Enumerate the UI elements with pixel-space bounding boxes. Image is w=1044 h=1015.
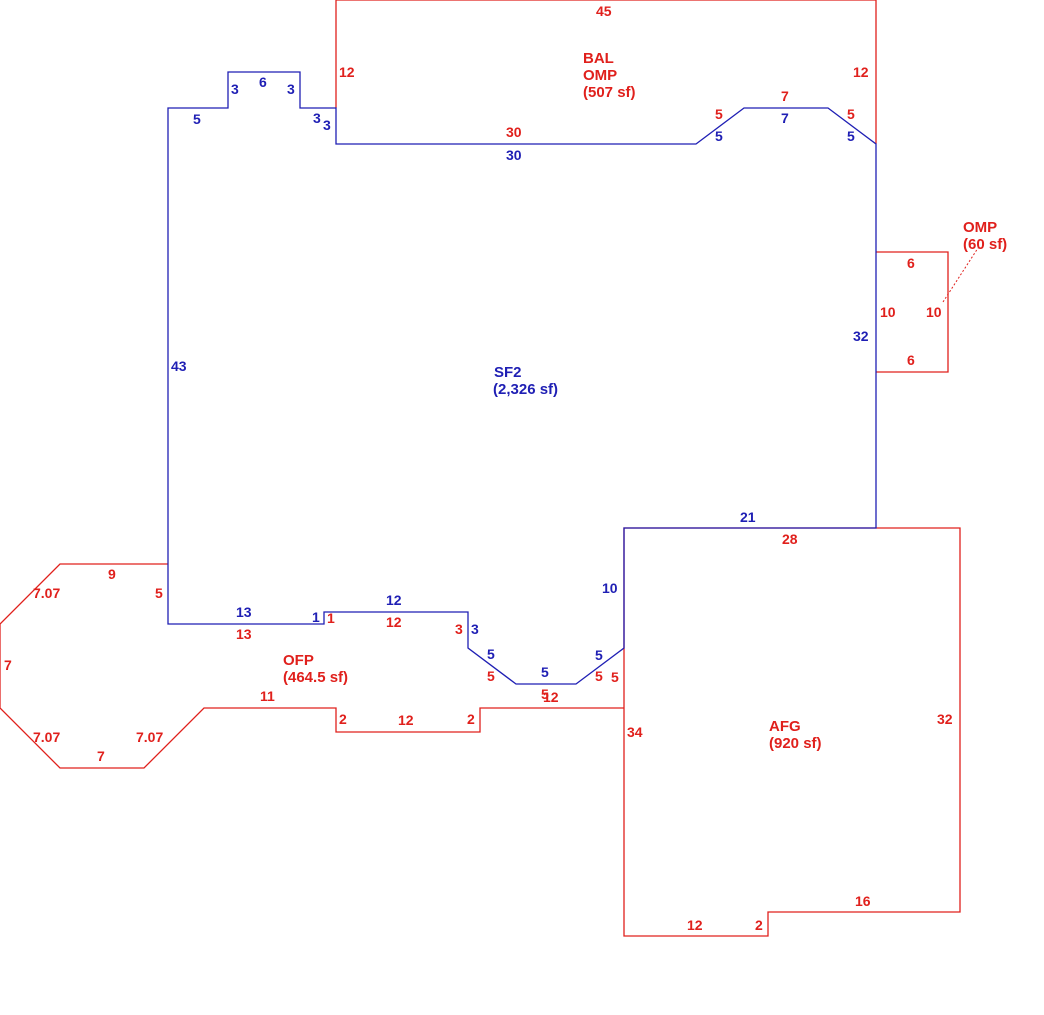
sf2-area-size: (2,326 sf) xyxy=(493,381,558,398)
dim-label: 5 xyxy=(611,669,619,685)
dim-label: 13 xyxy=(236,626,252,642)
dim-label: 43 xyxy=(171,358,187,374)
bal-area-size: (507 sf) xyxy=(583,84,636,101)
dim-label: 3 xyxy=(455,621,463,637)
omp-area-code: OMP xyxy=(963,219,997,236)
dim-label: 3 xyxy=(313,110,321,126)
dim-label: 7 xyxy=(781,88,789,104)
dim-label: 5 xyxy=(155,585,163,601)
ofp-area-code: OFP xyxy=(283,652,314,669)
dim-label: 30 xyxy=(506,147,522,163)
omp-outline xyxy=(876,251,949,373)
dim-label: 7 xyxy=(4,657,12,673)
sf2-area-code: SF2 xyxy=(494,364,522,381)
dim-label: 11 xyxy=(260,688,275,704)
dim-label: 2 xyxy=(339,711,347,727)
dim-label: 12 xyxy=(687,917,703,933)
dim-label: 13 xyxy=(236,604,252,620)
dim-label: 32 xyxy=(853,328,869,344)
dim-label: 34 xyxy=(627,724,643,740)
dim-label: 5 xyxy=(847,106,855,122)
bal-area-code: BAL xyxy=(583,50,614,67)
ofp-outline xyxy=(0,563,624,769)
dim-label: 5 xyxy=(715,106,723,122)
dim-label: 16 xyxy=(855,893,871,909)
dim-label: 5 xyxy=(541,686,549,702)
dim-label: 12 xyxy=(398,712,414,728)
dim-label: 10 xyxy=(926,304,942,320)
sf2-outline xyxy=(167,71,877,685)
dim-label: 6 xyxy=(907,352,915,368)
dim-label: 45 xyxy=(596,3,612,19)
dim-label: 9 xyxy=(108,566,116,582)
dim-label: 12 xyxy=(386,592,402,608)
dim-label: 30 xyxy=(506,124,522,140)
dim-label: 3 xyxy=(287,81,295,97)
dim-label: 28 xyxy=(782,531,798,547)
dim-label: 12 xyxy=(339,64,355,80)
dim-label: 21 xyxy=(740,509,756,525)
dim-label: 5 xyxy=(193,111,201,127)
ofp-area-size: (464.5 sf) xyxy=(283,669,348,686)
dim-label: 1 xyxy=(312,609,320,625)
omp-leader-line xyxy=(942,247,979,303)
dim-label: 5 xyxy=(595,647,603,663)
dim-label: 7.07 xyxy=(136,729,163,745)
dim-label: 10 xyxy=(602,580,618,596)
dim-label: 5 xyxy=(595,668,603,684)
dim-label: 5 xyxy=(847,128,855,144)
dim-label: 5 xyxy=(715,128,723,144)
dim-label: 2 xyxy=(755,917,763,933)
dim-label: 32 xyxy=(937,711,953,727)
dim-label: 2 xyxy=(467,711,475,727)
afg-area-size: (920 sf) xyxy=(769,735,822,752)
dim-label: 12 xyxy=(543,689,559,705)
dim-label: 12 xyxy=(386,614,402,630)
omp-area-size: (60 sf) xyxy=(963,236,1007,253)
dim-label: 7 xyxy=(97,748,105,764)
dim-label: 7.07 xyxy=(33,585,60,601)
dim-label: 12 xyxy=(853,64,869,80)
dim-label: 10 xyxy=(880,304,896,320)
afg-outline xyxy=(623,527,961,937)
dim-label: 3 xyxy=(471,621,479,637)
dim-label: 6 xyxy=(907,255,915,271)
bal-omp-area-code: OMP xyxy=(583,67,617,84)
dim-label: 3 xyxy=(231,81,239,97)
dim-label: 7.07 xyxy=(33,729,60,745)
dim-label: 7 xyxy=(781,110,789,126)
bal-omp-outline xyxy=(335,0,877,144)
dim-label: 5 xyxy=(541,664,549,680)
dim-label: 5 xyxy=(487,668,495,684)
dim-label: 6 xyxy=(259,74,267,90)
afg-area-code: AFG xyxy=(769,718,801,735)
dim-label: 5 xyxy=(487,646,495,662)
dim-label: 3 xyxy=(323,117,331,133)
dim-label: 1 xyxy=(327,610,335,626)
